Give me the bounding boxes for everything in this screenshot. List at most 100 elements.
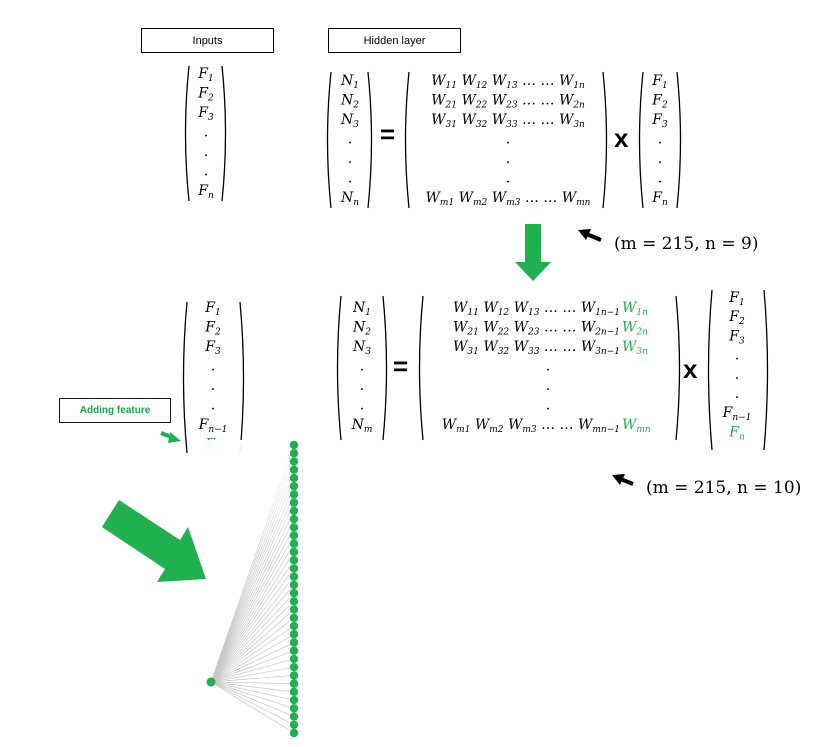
bottom-weight-new: W3n bbox=[622, 339, 648, 357]
hidden-node bbox=[289, 605, 299, 614]
hidden-node bbox=[289, 720, 299, 729]
top-input-entry: F1 bbox=[197, 66, 213, 84]
top-inputs-bracket-right bbox=[221, 65, 227, 202]
equals-sign-top: = bbox=[380, 119, 395, 149]
pointer-arrow-icon-bottom bbox=[612, 474, 634, 486]
network-edge bbox=[210, 568, 295, 683]
hidden-node bbox=[289, 704, 299, 713]
param-label-after: (m = 215, n = 10) bbox=[646, 478, 801, 498]
bottom-features-bracket-right bbox=[763, 289, 769, 451]
hidden-layer-label: Hidden layer bbox=[363, 34, 426, 47]
top-neurons-bracket-right bbox=[367, 71, 373, 209]
hidden-node bbox=[289, 588, 299, 598]
bottom-weight-row: . bbox=[546, 359, 550, 375]
network-edge bbox=[210, 666, 295, 683]
hidden-node bbox=[289, 547, 299, 557]
bottom-weights-bracket-right bbox=[675, 295, 681, 441]
top-neuron-entry: N3 bbox=[340, 112, 359, 130]
times-sign-bottom: x bbox=[683, 354, 698, 384]
hidden-node bbox=[289, 531, 299, 540]
bottom-neuron-entry: N3 bbox=[352, 339, 371, 357]
network-edge bbox=[210, 681, 295, 701]
network-edge bbox=[210, 681, 295, 717]
bottom-weight-new: Wmn bbox=[622, 417, 651, 435]
hidden-node bbox=[289, 449, 299, 458]
bottom-feature-entry: . bbox=[735, 348, 739, 364]
top-input-entry: F3 bbox=[197, 105, 214, 123]
network-edge bbox=[210, 658, 295, 683]
hidden-node bbox=[289, 695, 299, 705]
network-diagram bbox=[205, 440, 299, 738]
bottom-weight-row: . bbox=[546, 378, 550, 394]
top-features-bracket-right bbox=[676, 71, 682, 209]
param-label-before: (m = 215, n = 9) bbox=[614, 234, 759, 254]
network-edge bbox=[210, 642, 295, 683]
top-neuron-entry: . bbox=[348, 132, 352, 148]
hidden-node bbox=[289, 440, 299, 450]
top-feature-entry: . bbox=[658, 151, 662, 167]
network-edge bbox=[210, 633, 295, 683]
top-weight-row: Wm1 Wm2 Wm3 … … Wmn bbox=[426, 190, 591, 208]
hidden-node bbox=[289, 465, 299, 474]
top-input-entry: . bbox=[204, 164, 208, 180]
hidden-node bbox=[289, 506, 299, 516]
top-neuron-entry: Nn bbox=[340, 190, 359, 208]
top-weights-bracket-left bbox=[404, 71, 410, 209]
bottom-weights-bracket-left bbox=[418, 295, 424, 441]
hidden-node bbox=[289, 638, 299, 647]
bottom-weight-row: Wm1 Wm2 Wm3 … … Wmn−1 bbox=[442, 417, 620, 435]
bottom-input-entry: F3 bbox=[204, 339, 221, 357]
top-neuron-entry: . bbox=[348, 151, 352, 167]
top-neuron-entry: . bbox=[348, 171, 352, 187]
hidden-node bbox=[289, 621, 299, 631]
bottom-weight-new: W2n bbox=[622, 320, 648, 338]
bottom-feature-entry: F2 bbox=[728, 309, 745, 327]
top-neurons-bracket-left bbox=[326, 71, 332, 209]
network-edge bbox=[210, 551, 295, 683]
inputs-label-box: Inputs bbox=[141, 28, 274, 53]
hidden-layer-label-box: Hidden layer bbox=[328, 28, 461, 53]
top-weights-bracket-right bbox=[602, 71, 608, 209]
bottom-input-entry: F1 bbox=[204, 300, 220, 318]
top-inputs-bracket-left bbox=[184, 65, 190, 202]
network-edge bbox=[210, 681, 295, 709]
hidden-node bbox=[289, 597, 299, 606]
network-edge bbox=[210, 560, 295, 683]
bottom-neuron-entry: . bbox=[360, 378, 364, 394]
network-edges bbox=[210, 444, 295, 734]
hidden-node bbox=[289, 712, 299, 721]
top-input-entry: Fn bbox=[197, 183, 214, 201]
edge-fade bbox=[205, 440, 289, 560]
bottom-feature-entry: F3 bbox=[728, 328, 745, 346]
matrix-brackets bbox=[182, 65, 769, 454]
hidden-node bbox=[289, 646, 299, 655]
green-diagonal-arrow-icon bbox=[102, 500, 206, 582]
top-neuron-entry: N2 bbox=[340, 93, 359, 111]
top-feature-entry: . bbox=[658, 171, 662, 187]
hidden-node bbox=[289, 679, 299, 688]
bottom-input-entry: F2 bbox=[204, 320, 221, 338]
bottom-input-entry: . bbox=[211, 378, 215, 394]
bottom-neurons-bracket-right bbox=[382, 295, 388, 441]
bottom-features-bracket-left bbox=[707, 289, 713, 451]
network-edge bbox=[210, 681, 295, 693]
top-weight-row: W11 W12 W13 … … W1n bbox=[431, 73, 585, 91]
bottom-input-entry: Fn−1 bbox=[198, 417, 228, 435]
bottom-feature-entry: F1 bbox=[728, 290, 744, 308]
green-feature-pointer-icon bbox=[160, 431, 181, 443]
hidden-node bbox=[289, 481, 299, 491]
top-weight-row: W31 W32 W33 … … W3n bbox=[431, 112, 585, 130]
network-edge bbox=[210, 675, 295, 683]
bottom-feature-entry: Fn−1 bbox=[722, 405, 752, 423]
bottom-feature-entry: . bbox=[735, 386, 739, 402]
top-weight-row: W21 W22 W23 … … W2n bbox=[431, 93, 585, 111]
network-edge bbox=[210, 681, 295, 726]
top-weight-row: . bbox=[506, 171, 510, 187]
hidden-node bbox=[289, 523, 299, 532]
hidden-node bbox=[289, 473, 299, 483]
top-feature-entry: . bbox=[658, 132, 662, 148]
bottom-neuron-entry: Nm bbox=[351, 417, 373, 435]
green-down-arrow-icon bbox=[515, 224, 551, 281]
